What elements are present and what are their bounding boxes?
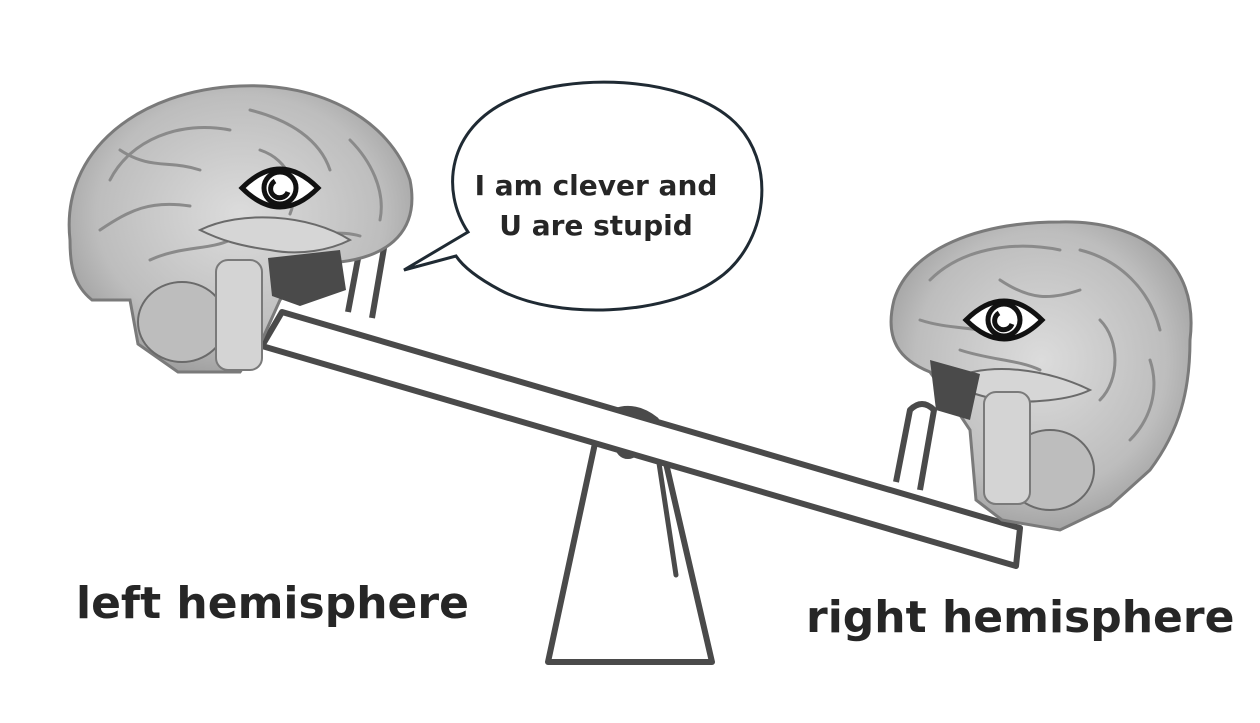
speech-bubble xyxy=(403,80,764,312)
left-brain-image xyxy=(67,84,414,374)
speech-bubble-text: I am clever and U are stupid xyxy=(446,166,746,246)
eye-icon xyxy=(238,166,322,210)
eye-icon xyxy=(962,298,1046,342)
left-hemisphere-label: left hemisphere xyxy=(76,578,469,629)
right-handle xyxy=(893,401,937,491)
speech-bubble-line-2: U are stupid xyxy=(499,209,693,242)
left-cerebellum xyxy=(137,281,227,363)
right-brain-image xyxy=(889,220,1193,532)
fulcrum-highlight xyxy=(654,447,679,578)
speech-bubble-line-1: I am clever and xyxy=(474,169,718,202)
right-hemisphere-label: right hemisphere xyxy=(806,592,1235,643)
